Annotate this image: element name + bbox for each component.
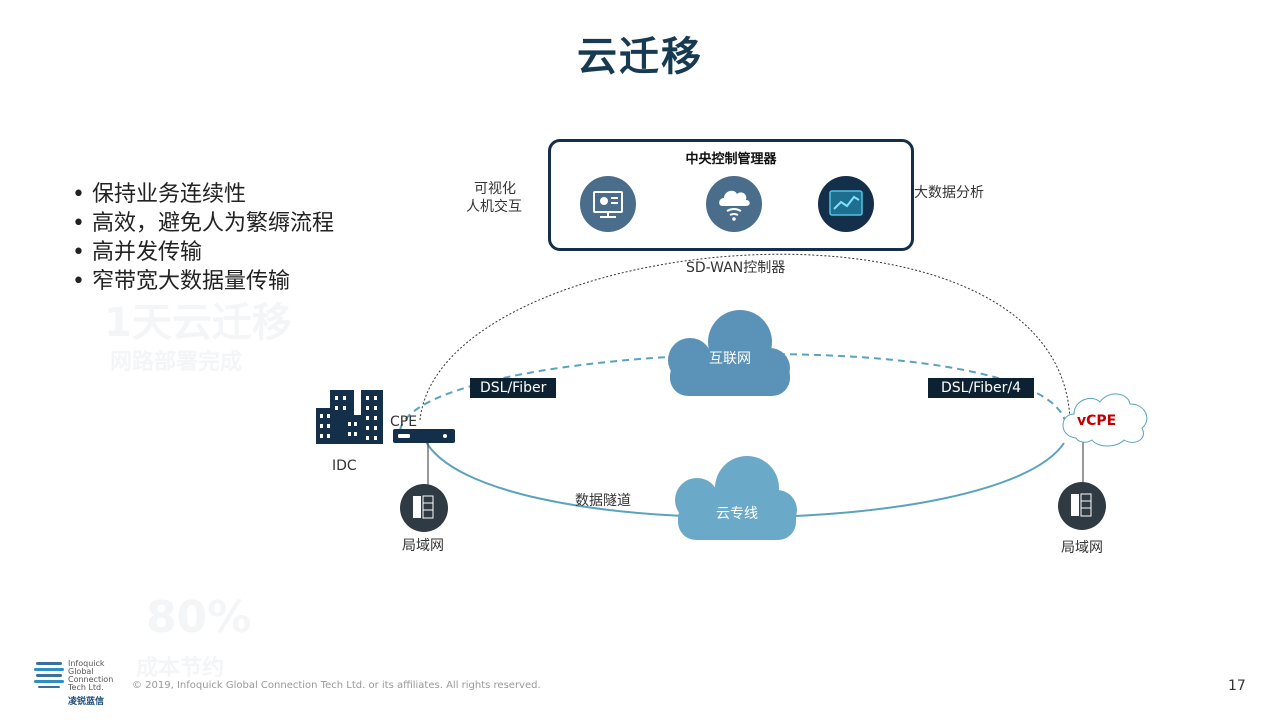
idc-building-icon — [316, 390, 383, 444]
slide-title: 云迁移 — [577, 34, 703, 80]
cloud-line-label: 云专线 — [716, 506, 758, 522]
dsl-right-tag: DSL/Fiber/4 — [928, 378, 1034, 398]
dsl-left-tag: DSL/Fiber — [470, 378, 556, 398]
hci-label: 人机交互 — [466, 199, 522, 215]
lan-right-label: 局域网 — [1061, 540, 1103, 556]
cpe-router-icon — [393, 429, 455, 443]
logo-text-cn: 凌锐蓝信 — [68, 697, 105, 707]
copyright-text: © 2019, Infoquick Global Connection Tech… — [132, 680, 541, 691]
cpe-label: CPE — [390, 414, 418, 430]
bullet-item: • 窄带宽大数据量传输 — [72, 269, 290, 294]
ghost-text-1: 1天云迁移 — [104, 300, 292, 346]
chart-screen-icon — [818, 176, 874, 232]
ghost-text-3: 80% — [146, 592, 252, 643]
vcpe-cloud-icon — [1062, 393, 1148, 447]
lan-left-label: 局域网 — [402, 538, 444, 554]
bullet-list: • 保持业务连续性 • 高效，避免人为繁缛流程 • 高并发传输 • 窄带宽大数据… — [72, 180, 334, 296]
internet-label: 互联网 — [709, 351, 751, 367]
sdwan-label: SD-WAN控制器 — [686, 260, 786, 276]
internet-cloud-icon — [668, 310, 790, 396]
idc-label: IDC — [332, 458, 357, 474]
dashboard-icon — [580, 176, 636, 232]
sdwan-control-path — [419, 253, 1071, 421]
logo-icon — [34, 662, 64, 688]
visualization-label: 可视化 — [474, 181, 516, 197]
cloud-line-cloud-icon — [675, 456, 797, 540]
lan-left-server-icon — [400, 484, 448, 532]
ghost-text-4: 成本节约 — [136, 656, 225, 681]
bullet-item: • 保持业务连续性 — [72, 182, 246, 207]
page-number: 17 — [1228, 678, 1246, 694]
bigdata-label: 大数据分析 — [914, 185, 984, 201]
lan-right-server-icon — [1058, 482, 1106, 530]
controller-title: 中央控制管理器 — [685, 152, 777, 167]
ghost-text-2: 网路部署完成 — [110, 350, 243, 375]
logo-text-en: Infoquick Global Connection Tech Ltd. — [68, 659, 114, 692]
vcpe-label: vCPE — [1077, 413, 1117, 429]
bullet-item: • 高并发传输 — [72, 240, 202, 265]
cloud-wifi-icon — [706, 176, 762, 232]
tunnel-label: 数据隧道 — [575, 493, 631, 509]
company-logo — [34, 660, 66, 694]
bullet-item: • 高效，避免人为繁缛流程 — [72, 211, 334, 236]
